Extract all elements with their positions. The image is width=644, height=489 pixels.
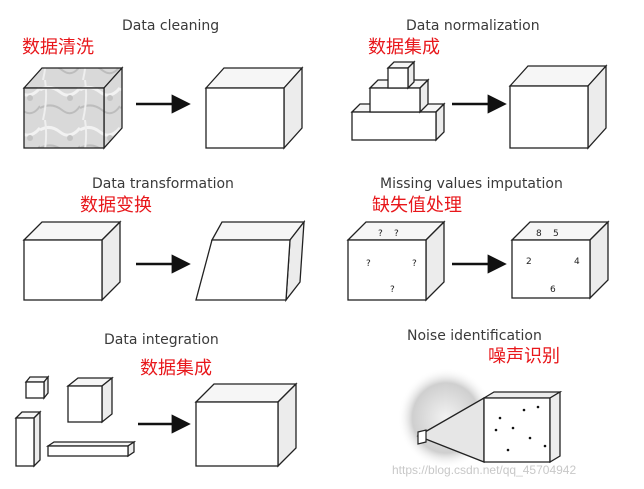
panel-data-transformation: Data transformation 数据变换 <box>22 176 306 303</box>
medium-cube <box>66 376 114 424</box>
missing-mark: ? <box>378 229 383 239</box>
clean-cube <box>204 66 304 150</box>
zoom-panel <box>481 390 563 464</box>
tall-block <box>14 410 42 468</box>
dirty-cube <box>22 66 124 150</box>
flat-bar <box>45 440 137 458</box>
imputed-value: 5 <box>553 229 559 239</box>
panel-data-cleaning: Data cleaning 数据清洗 <box>22 18 304 150</box>
title-data-transformation: Data transformation <box>92 176 234 192</box>
cn-label-cleaning: 数据清洗 <box>22 37 94 58</box>
missing-mark: ? <box>412 259 417 269</box>
watermark: https://blog.csdn.net/qq_45704942 <box>392 463 576 477</box>
imputed-cube: 8 5 2 4 6 <box>510 220 610 300</box>
title-missing-values: Missing values imputation <box>380 176 563 192</box>
missing-mark: ? <box>394 229 399 239</box>
panel-data-normalization: Data normalization 数据集成 <box>350 18 608 150</box>
missing-mark: ? <box>390 285 395 295</box>
imputed-value: 8 <box>536 229 542 239</box>
source-cube <box>22 220 122 302</box>
integrated-cube <box>194 382 298 468</box>
skewed-cube <box>195 219 306 303</box>
cn-label-missing: 缺失值处理 <box>372 195 462 216</box>
title-data-integration: Data integration <box>104 332 219 348</box>
title-data-cleaning: Data cleaning <box>122 18 219 34</box>
cn-label-noise: 噪声识别 <box>488 346 560 367</box>
cn-label-integration: 数据集成 <box>140 358 212 379</box>
title-noise-identification: Noise identification <box>407 328 542 344</box>
cn-label-normalization: 数据集成 <box>368 37 440 58</box>
cn-label-transformation: 数据变换 <box>80 195 152 216</box>
panel-noise-identification: Noise identification 噪声识别 <box>398 328 563 468</box>
panel-missing-values: Missing values imputation 缺失值处理 ? ? ? ? … <box>346 176 610 302</box>
missing-cube: ? ? ? ? ? <box>346 220 446 302</box>
title-data-normalization: Data normalization <box>406 18 540 34</box>
normalized-cube <box>508 64 608 150</box>
imputed-value: 6 <box>550 285 556 295</box>
imputed-value: 2 <box>526 257 532 267</box>
panel-data-integration: Data integration 数据集成 <box>14 332 298 468</box>
missing-mark: ? <box>366 259 371 269</box>
stacked-blocks <box>350 60 446 142</box>
zoom-origin <box>417 429 427 445</box>
small-cube <box>24 375 50 400</box>
imputed-value: 4 <box>574 257 580 267</box>
